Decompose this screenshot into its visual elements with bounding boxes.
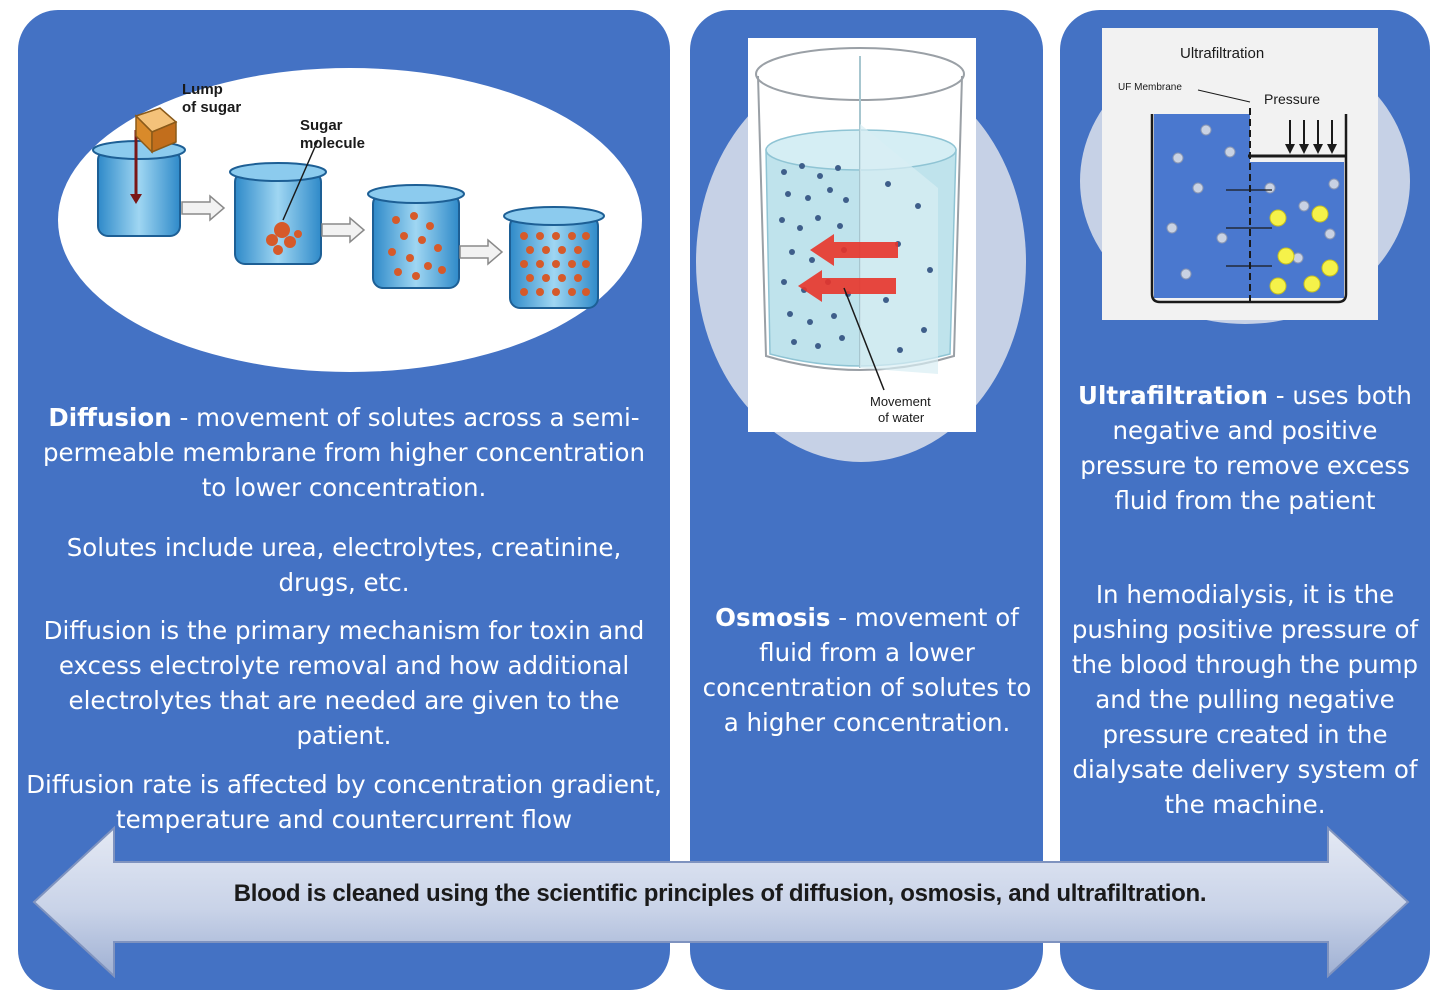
diffusion-mechanism: Diffusion is the primary mechanism for t… xyxy=(43,616,645,750)
diffusion-definition-text: - movement of solutes across a semi-perm… xyxy=(42,403,646,502)
ultrafiltration-hemodialysis: In hemodialysis, it is the pushing posit… xyxy=(1071,580,1419,819)
solute-molecules xyxy=(1269,205,1339,295)
beaker-1 xyxy=(92,130,186,237)
label-molecule: molecule xyxy=(300,135,365,152)
step-arrow-icon xyxy=(321,216,366,244)
label-pressure: Pressure xyxy=(1264,91,1320,107)
ultrafiltration-diagram-title: Ultrafiltration xyxy=(1180,45,1264,62)
sugar-cube-icon xyxy=(134,107,178,154)
osmosis-term: Osmosis xyxy=(715,603,831,632)
diffusion-definition: Diffusion - movement of solutes across a… xyxy=(28,400,660,505)
ultrafiltration-panel: Ultrafiltration UF Membrane Pressure xyxy=(1060,10,1430,990)
double-arrow-banner xyxy=(32,826,1410,978)
water-movement-arrows-icon xyxy=(798,234,898,302)
diffusion-illustration: Lump of sugar Sugar molecule xyxy=(92,81,605,309)
ultrafiltration-definition-text: - uses both negative and positive pressu… xyxy=(1080,381,1412,515)
step-arrow-icon xyxy=(181,194,226,222)
label-uf-membrane: UF Membrane xyxy=(1118,82,1182,93)
beaker-2 xyxy=(229,139,327,265)
osmosis-definition-text: - movement of fluid from a lower concent… xyxy=(702,603,1032,737)
label-movement: Movement xyxy=(870,394,931,409)
label-of-water: of water xyxy=(878,410,925,425)
label-lump: Lump xyxy=(182,81,223,98)
diffusion-term: Diffusion xyxy=(48,403,172,432)
osmosis-illustration: Movement of water xyxy=(748,38,976,432)
diffusion-solutes: Solutes include urea, electrolytes, crea… xyxy=(66,533,622,597)
beaker-3 xyxy=(367,184,465,289)
ultrafiltration-definition: Ultrafiltration - uses both negative and… xyxy=(1070,378,1420,518)
step-arrow-icon xyxy=(459,238,504,266)
label-sugar: Sugar xyxy=(300,117,343,134)
banner-caption: Blood is cleaned using the scientific pr… xyxy=(233,880,1207,907)
beaker-4 xyxy=(503,206,605,309)
fluid-left xyxy=(1154,114,1250,298)
pressure-arrows-icon xyxy=(1285,120,1337,154)
osmosis-panel: Movement of water Osmosis - movement of … xyxy=(690,10,1043,990)
ultrafiltration-illustration: Ultrafiltration UF Membrane Pressure xyxy=(1102,28,1378,320)
label-of-sugar: of sugar xyxy=(182,99,241,116)
osmosis-definition: Osmosis - movement of fluid from a lower… xyxy=(698,600,1036,740)
diffusion-rate: Diffusion rate is affected by concentrat… xyxy=(26,770,662,834)
diffusion-panel: Lump of sugar Sugar molecule xyxy=(18,10,670,990)
ultrafiltration-term: Ultrafiltration xyxy=(1078,381,1268,410)
